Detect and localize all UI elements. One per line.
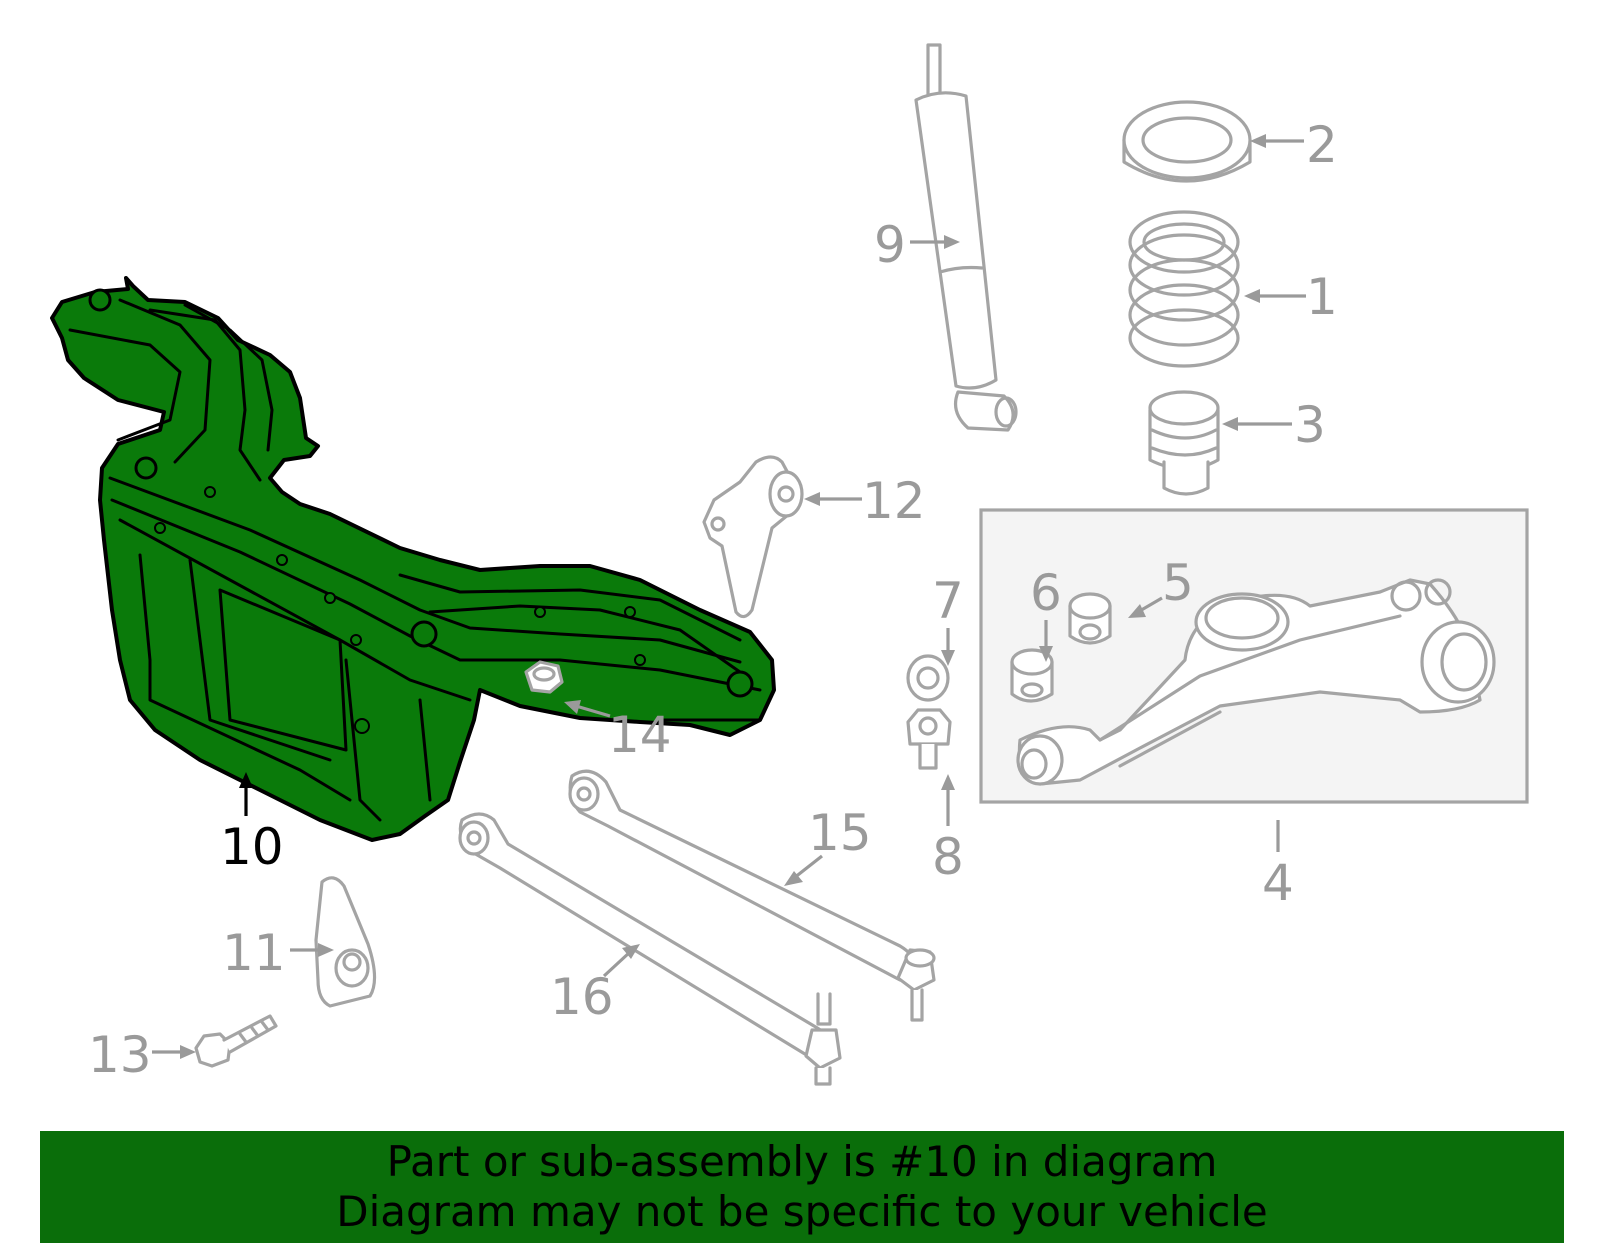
part-7-bushing[interactable]: [906, 654, 950, 702]
callout-16: 16: [550, 968, 614, 1026]
callout-labels: 1 2 3 4 5 6 7 8 9 10 11 12 13 14 15 16: [88, 116, 1338, 1084]
part-11-bracket[interactable]: [314, 876, 377, 1008]
part-4-control-arm-assembly[interactable]: [979, 508, 1529, 804]
callout-3: 3: [1294, 396, 1326, 454]
callout-12: 12: [862, 472, 926, 530]
callout-8: 8: [932, 828, 964, 886]
part-2-spring-seat[interactable]: [1122, 100, 1252, 183]
banner-line-2: Diagram may not be specific to your vehi…: [336, 1187, 1268, 1236]
callout-9: 9: [874, 216, 906, 274]
part-6-bushing[interactable]: [1010, 648, 1054, 703]
part-12-bracket[interactable]: [702, 455, 804, 619]
leader-lines: [152, 134, 1306, 1059]
callout-6: 6: [1030, 564, 1062, 622]
callout-13: 13: [88, 1026, 152, 1084]
callout-7: 7: [932, 572, 964, 630]
callout-2: 2: [1306, 116, 1338, 174]
part-1-coil-spring[interactable]: [1128, 210, 1240, 368]
banner-line-1: Part or sub-assembly is #10 in diagram: [386, 1137, 1218, 1186]
callout-1: 1: [1306, 268, 1338, 326]
part-5-bushing[interactable]: [1068, 592, 1112, 645]
part-3-bump-stop[interactable]: [1148, 390, 1220, 496]
part-10-subframe[interactable]: [50, 276, 776, 842]
part-9-shock-absorber[interactable]: [914, 43, 1018, 432]
callout-5: 5: [1162, 554, 1194, 612]
info-banner: Part or sub-assembly is #10 in diagram D…: [40, 1131, 1564, 1243]
part-14-nut[interactable]: [524, 660, 564, 694]
callout-14: 14: [608, 706, 672, 764]
part-15-link[interactable]: [568, 769, 936, 1022]
callout-4: 4: [1262, 854, 1294, 912]
callout-15: 15: [808, 804, 872, 862]
callout-10: 10: [220, 818, 284, 876]
part-16-link[interactable]: [458, 812, 842, 1086]
part-8-bolt[interactable]: [906, 708, 952, 770]
part-13-bolt[interactable]: [194, 1014, 278, 1068]
callout-11: 11: [222, 924, 286, 982]
